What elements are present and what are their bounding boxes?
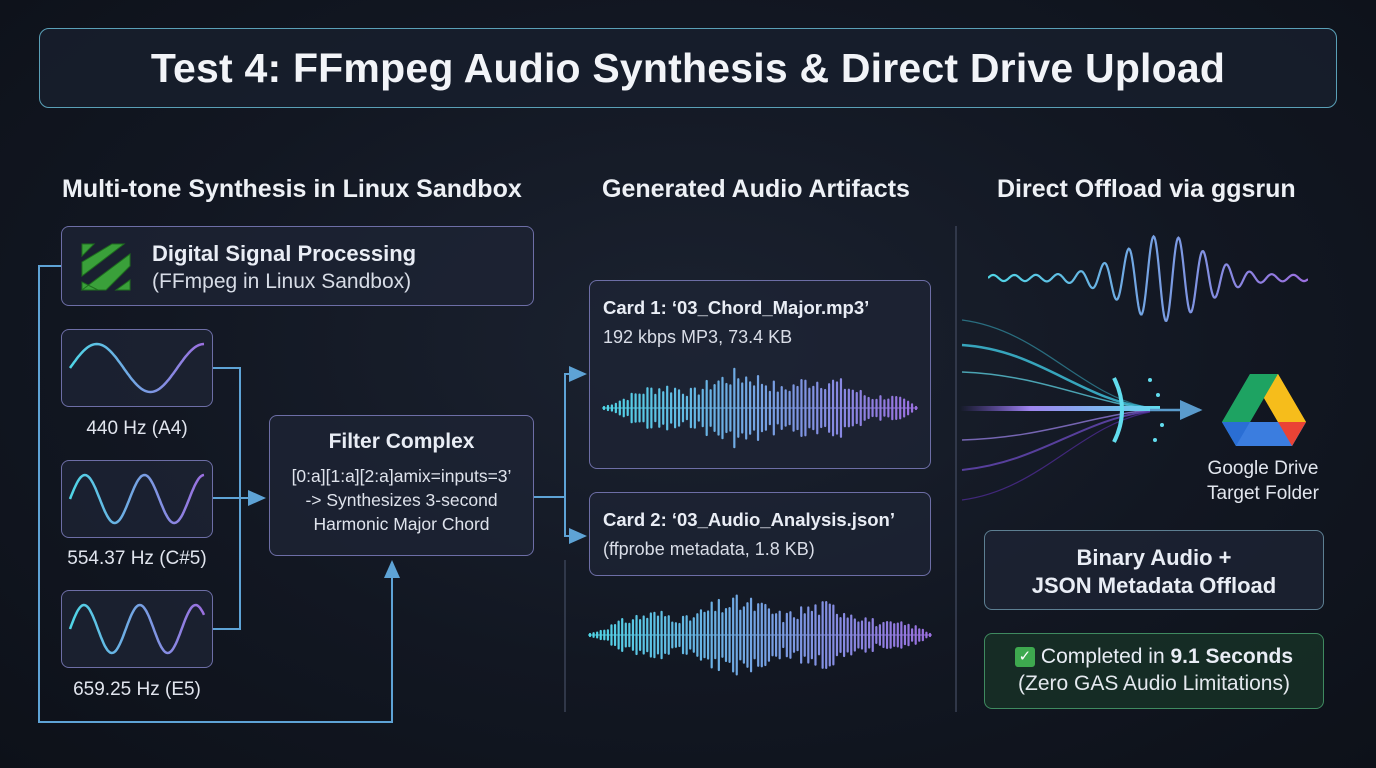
heading-offload: Direct Offload via ggsrun	[997, 175, 1296, 203]
sine-wave-path	[68, 473, 205, 525]
signal-path	[988, 234, 1308, 322]
artifact-card-1: Card 1: ‘03_Chord_Major.mp3’ 192 kbps MP…	[589, 280, 931, 469]
ffmpeg-logo-icon	[80, 243, 131, 291]
dsp-box: Digital Signal Processing (FFmpeg in Lin…	[61, 226, 534, 306]
tone1-connector	[213, 367, 241, 498]
tone-wave-2	[61, 460, 213, 538]
artifact-card-2: Card 2: ‘03_Audio_Analysis.json’ (ffprob…	[589, 492, 931, 576]
sine-wave-icon	[68, 473, 205, 525]
audio-waveform-icon	[588, 594, 932, 676]
sine-wave-path	[68, 342, 205, 394]
completed-time: 9.1 Seconds	[1170, 645, 1294, 668]
tone3-connector	[213, 498, 241, 630]
check-mark-icon: ✓	[1014, 647, 1035, 667]
dsp-title: Digital Signal Processing	[152, 241, 417, 266]
completed-note: (Zero GAS Audio Limitations)	[1018, 672, 1290, 695]
page-title: Test 4: FFmpeg Audio Synthesis & Direct …	[150, 44, 1226, 91]
heading-artifacts: Generated Audio Artifacts	[602, 175, 910, 203]
gdrive-label-line-2: Target Folder	[1207, 483, 1319, 504]
filter-line-2: -> Synthesizes 3-second	[305, 490, 498, 510]
completed-box: ✓Completed in 9.1 Seconds (Zero GAS Audi…	[984, 633, 1324, 709]
card1-title: Card 1: ‘03_Chord_Major.mp3’	[603, 297, 870, 318]
offload-beam	[960, 319, 1203, 501]
card1-connector	[534, 366, 587, 498]
title-banner: Test 4: FFmpeg Audio Synthesis & Direct …	[39, 28, 1337, 108]
filter-line-1: [0:a][1:a][2:a]amix=inputs=3’	[291, 466, 512, 486]
filter-title: Filter Complex	[328, 430, 475, 453]
filter-complex-box: Filter Complex [0:a][1:a][2:a]amix=input…	[269, 415, 534, 556]
completed-prefix: Completed in	[1040, 645, 1171, 668]
card1-detail: 192 kbps MP3, 73.4 KB	[603, 327, 793, 347]
gdrive-label-line-1: Google Drive	[1207, 458, 1319, 479]
sine-wave-icon	[68, 342, 205, 394]
google-drive-icon	[1222, 374, 1306, 446]
loop-connector	[38, 265, 400, 723]
tone-wave-3	[61, 590, 213, 668]
tone-wave-1	[61, 329, 213, 407]
dsp-subtitle: (FFmpeg in Linux Sandbox)	[152, 270, 412, 293]
audio-signal-icon	[988, 234, 1308, 322]
offload-line-2: JSON Metadata Offload	[1031, 573, 1277, 598]
tone-label-2: 554.37 Hz (C#5)	[67, 548, 207, 569]
tone-label-1: 440 Hz (A4)	[86, 418, 188, 439]
offload-line-1: Binary Audio +	[1076, 545, 1232, 570]
audio-waveform-icon	[602, 367, 918, 449]
tone-label-3: 659.25 Hz (E5)	[73, 679, 201, 700]
offload-box: Binary Audio + JSON Metadata Offload	[984, 530, 1324, 610]
card2-detail: (ffprobe metadata, 1.8 KB)	[603, 539, 815, 559]
card2-connector	[564, 497, 587, 544]
sine-wave-path	[68, 603, 206, 655]
heading-synthesis: Multi-tone Synthesis in Linux Sandbox	[62, 175, 522, 203]
filter-line-3: Harmonic Major Chord	[313, 514, 490, 534]
sine-wave-icon	[68, 603, 206, 655]
gdrive-label: Google Drive Target Folder	[1188, 456, 1338, 506]
card2-title: Card 2: ‘03_Audio_Analysis.json’	[603, 509, 895, 530]
